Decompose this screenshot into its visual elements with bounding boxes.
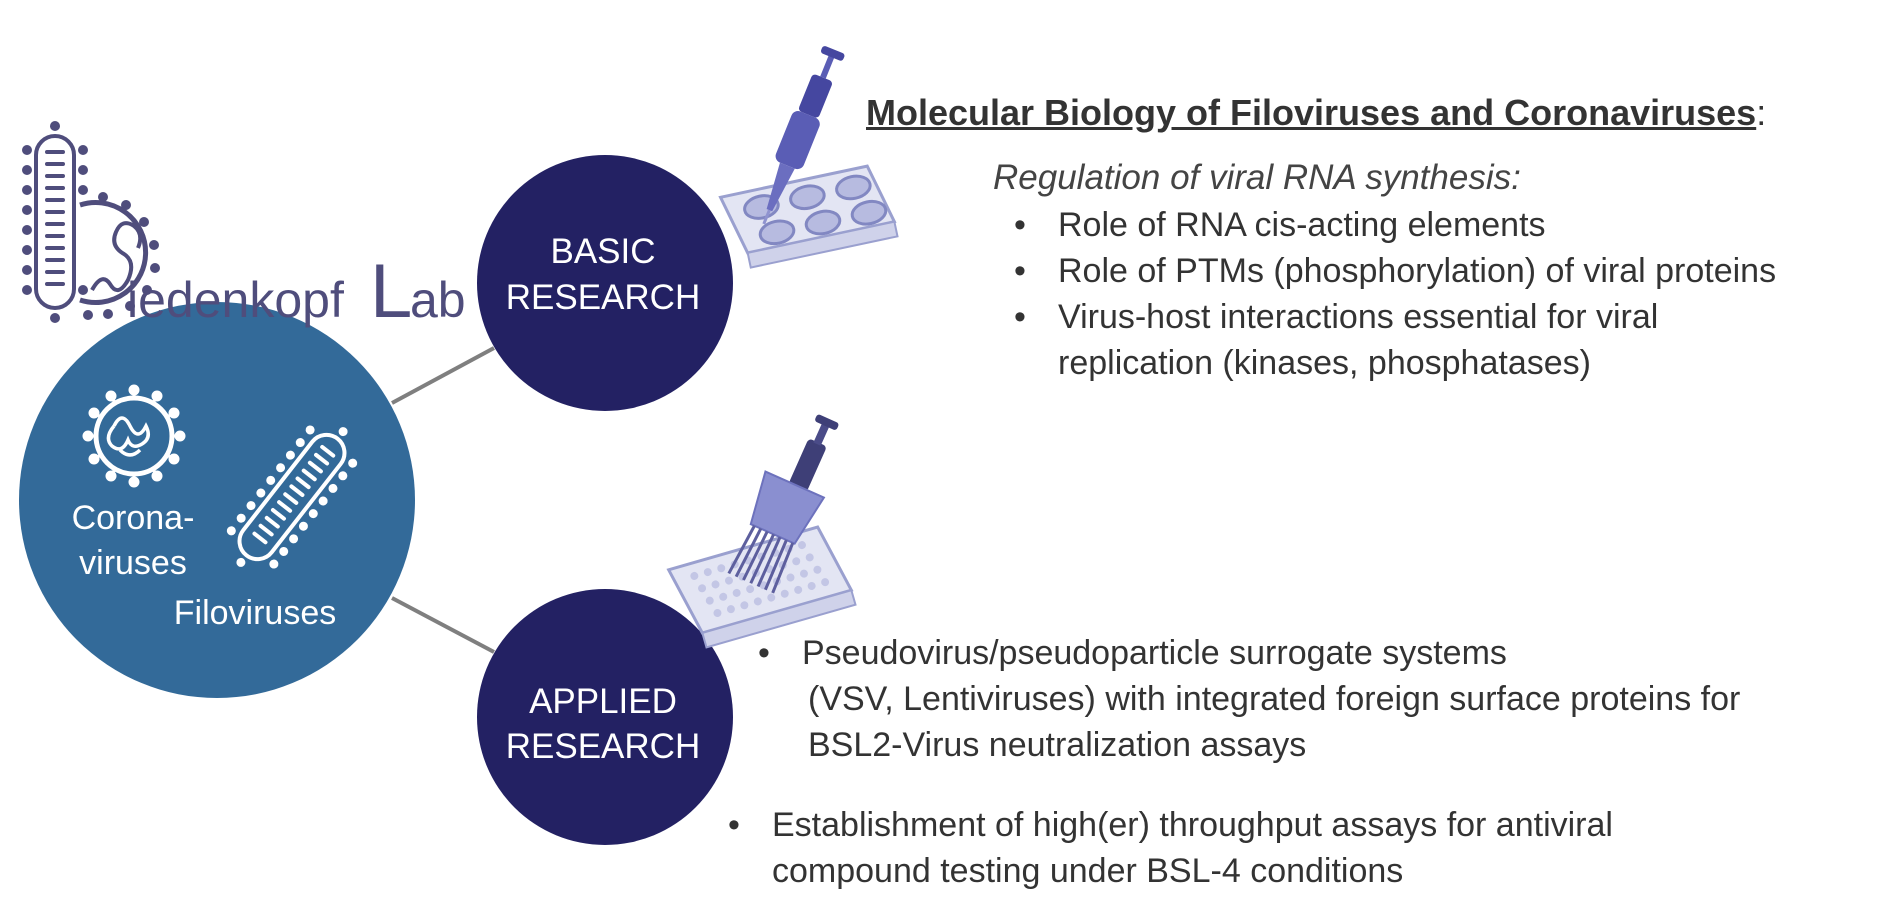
pipette-plate-icon bbox=[718, 46, 899, 269]
multichannel-pipette-icon bbox=[666, 414, 857, 649]
applied-bullet-1: Pseudovirus/pseudoparticle surrogate sys… bbox=[752, 630, 1852, 768]
basic-research-node bbox=[477, 155, 733, 411]
basic-bullet-2: Role of PTMs (phosphorylation) of viral … bbox=[1008, 248, 1878, 294]
basic-node-line2: RESEARCH bbox=[506, 278, 700, 317]
basic-bullet-3-line1: Virus-host interactions essential for vi… bbox=[1058, 298, 1659, 336]
hub-label-corona-line2: viruses bbox=[79, 544, 187, 582]
filovirus-icon bbox=[226, 425, 358, 569]
applied-bullet-1-line1: Pseudovirus/pseudoparticle surrogate sys… bbox=[802, 634, 1507, 672]
applied-node-line2: RESEARCH bbox=[506, 727, 700, 766]
connector-basic bbox=[391, 346, 495, 405]
basic-heading: Molecular Biology of Filoviruses and Cor… bbox=[866, 92, 1766, 134]
applied-research-node bbox=[477, 589, 733, 845]
basic-bullet-3-line2: replication (kinases, phosphatases) bbox=[1058, 344, 1591, 382]
filovirus-logo-icon bbox=[22, 121, 88, 323]
applied-bullet-2: Establishment of high(er) throughput ass… bbox=[722, 802, 1722, 894]
applied-bullet-2-line1: Establishment of high(er) throughput ass… bbox=[772, 806, 1613, 844]
basic-bullet-1: Role of RNA cis-acting elements bbox=[1008, 202, 1878, 248]
applied-bullet-list-2: Establishment of high(er) throughput ass… bbox=[722, 802, 1722, 894]
applied-bullet-1-line2: (VSV, Lentiviruses) with integrated fore… bbox=[808, 680, 1741, 718]
connector-applied bbox=[391, 596, 495, 654]
applied-bullet-list-1: Pseudovirus/pseudoparticle surrogate sys… bbox=[752, 630, 1852, 768]
applied-node-line1: APPLIED bbox=[529, 682, 677, 721]
basic-node-line1: BASIC bbox=[550, 232, 655, 271]
logo-text-iedenkopf: iedenkopf bbox=[127, 272, 344, 328]
coronavirus-icon bbox=[82, 384, 186, 488]
coronavirus-logo-icon bbox=[79, 192, 160, 320]
hub-label-filoviruses: Filoviruses bbox=[174, 594, 336, 632]
hub-label-corona-line1: Corona- bbox=[72, 499, 195, 537]
basic-heading-colon: : bbox=[1756, 92, 1767, 133]
logo-text-big-l: L bbox=[370, 249, 412, 334]
basic-subheading: Regulation of viral RNA synthesis: bbox=[993, 158, 1521, 197]
basic-bullet-3: Virus-host interactions essential for vi… bbox=[1008, 294, 1878, 386]
applied-bullet-1-line3: BSL2-Virus neutralization assays bbox=[808, 726, 1307, 764]
basic-heading-text: Molecular Biology of Filoviruses and Cor… bbox=[866, 92, 1757, 133]
lab-logo: iedenkopf L ab bbox=[22, 121, 466, 334]
logo-text-ab: ab bbox=[410, 272, 466, 328]
applied-bullet-2-line2: compound testing under BSL-4 conditions bbox=[772, 852, 1404, 890]
basic-bullet-list: Role of RNA cis-acting elements Role of … bbox=[1008, 202, 1878, 386]
